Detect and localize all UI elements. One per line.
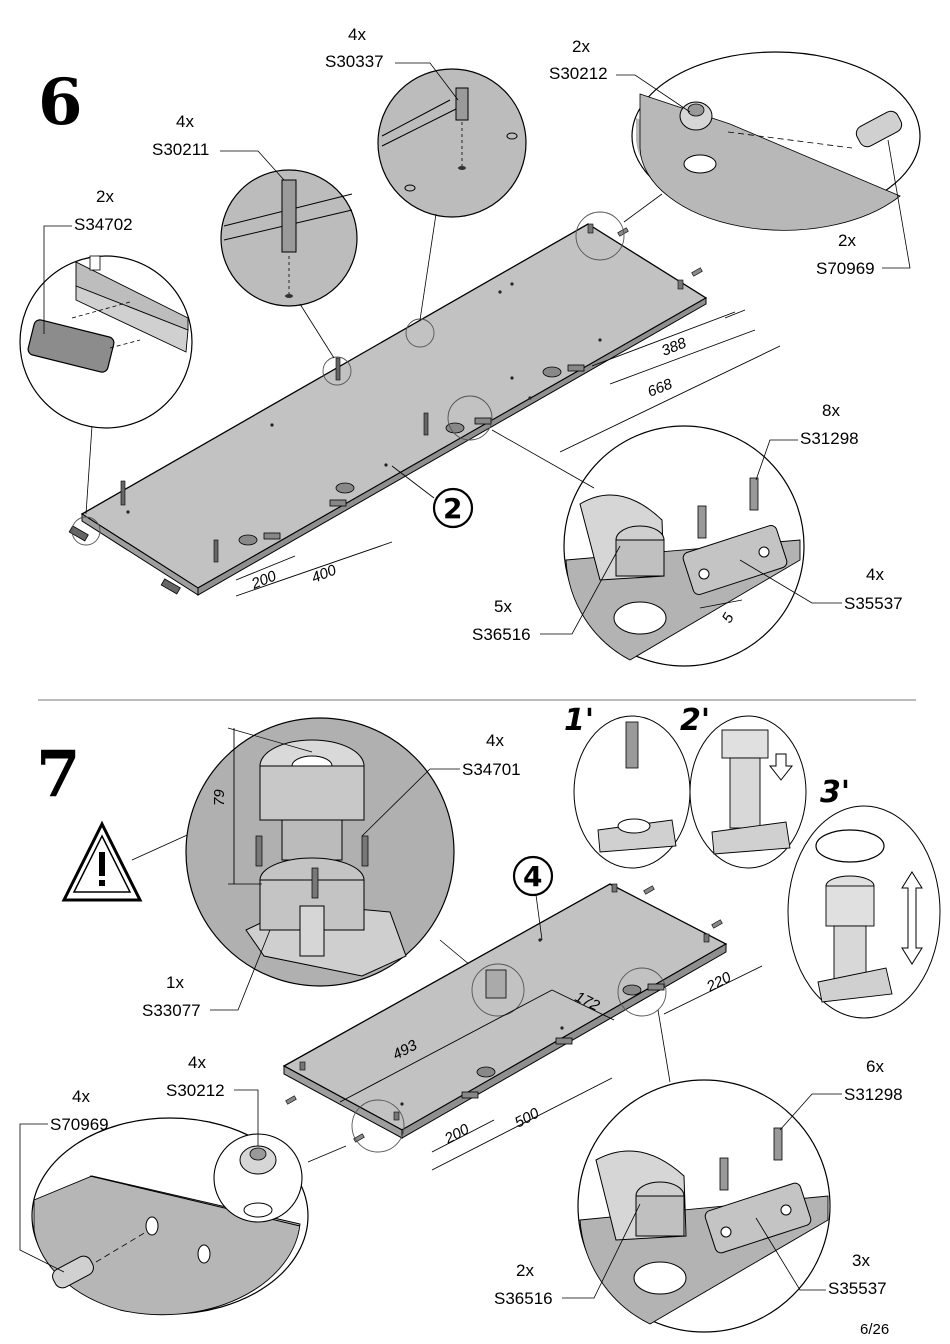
step7-dim-220: 220 bbox=[703, 968, 735, 996]
part-qty: 2x bbox=[572, 37, 590, 56]
step-7-number: 7 bbox=[36, 737, 81, 812]
detail-leg-plate-step6: 5 bbox=[491, 425, 805, 667]
step7-panel-number: 4 bbox=[512, 855, 554, 941]
step-6-number: 6 bbox=[38, 65, 83, 140]
step6-dimension-lines bbox=[235, 309, 781, 597]
step7-height-79: 79 bbox=[211, 789, 228, 806]
part-qty: 6x bbox=[866, 1057, 884, 1076]
detail-cam-closeup bbox=[213, 1133, 303, 1223]
detail-leg-plate-step7 bbox=[577, 1009, 831, 1333]
detail-leg-s33077: 79 bbox=[185, 717, 489, 987]
step7-dimension-lines bbox=[339, 965, 763, 1171]
part-code: S30212 bbox=[549, 64, 608, 83]
step7-board bbox=[282, 883, 728, 1153]
part-code: S33077 bbox=[142, 1001, 201, 1020]
part-code: S34702 bbox=[74, 215, 133, 234]
substep-3: 3' bbox=[787, 775, 941, 1019]
detail-s30337 bbox=[377, 68, 527, 321]
part-code: S35537 bbox=[844, 594, 903, 613]
part-qty: 4x bbox=[72, 1087, 90, 1106]
part-code: S34701 bbox=[462, 760, 521, 779]
substep-2: 2' bbox=[680, 703, 807, 869]
svg-text:2: 2 bbox=[443, 492, 462, 525]
part-code: S36516 bbox=[472, 625, 531, 644]
part-code: S35537 bbox=[828, 1279, 887, 1298]
part-qty: 4x bbox=[188, 1053, 206, 1072]
part-code: S70969 bbox=[50, 1115, 109, 1134]
step7-dim-200: 200 bbox=[441, 1120, 473, 1148]
part-qty: 1x bbox=[166, 973, 184, 992]
page-number: 6/26 bbox=[860, 1321, 889, 1338]
part-qty: 4x bbox=[348, 25, 366, 44]
part-code: S30211 bbox=[152, 140, 209, 159]
step6-panel-number: 2 bbox=[391, 465, 474, 529]
part-code: S31298 bbox=[844, 1085, 903, 1104]
part-qty: 4x bbox=[486, 731, 504, 750]
detail-cam-step7 bbox=[31, 1117, 347, 1316]
substep-1: 1' bbox=[564, 703, 691, 869]
substep-2-label: 2' bbox=[680, 703, 710, 738]
part-qty: 2x bbox=[838, 231, 856, 250]
substep-3-label: 3' bbox=[820, 775, 850, 810]
part-code: S30212 bbox=[166, 1081, 225, 1100]
step6-board bbox=[68, 211, 708, 596]
warning-icon bbox=[61, 820, 217, 902]
step7-part-labels: 4x S34701 1x S33077 4x S30212 4x S70969 … bbox=[19, 731, 903, 1308]
detail-s30211 bbox=[220, 169, 358, 359]
part-code: S30337 bbox=[325, 52, 384, 71]
part-qty: 2x bbox=[96, 187, 114, 206]
part-qty: 3x bbox=[852, 1251, 870, 1270]
part-qty: 5x bbox=[494, 597, 512, 616]
svg-text:4: 4 bbox=[523, 860, 542, 893]
step6-part-labels: 4x S30337 2x S30212 4x S30211 2x S34702 … bbox=[43, 25, 911, 644]
step6-dim-400: 400 bbox=[309, 561, 339, 586]
detail-s34702 bbox=[19, 255, 193, 515]
step7-dim-500: 500 bbox=[512, 1104, 543, 1131]
part-code: S31298 bbox=[800, 429, 859, 448]
part-qty: 4x bbox=[866, 565, 884, 584]
part-qty: 2x bbox=[516, 1261, 534, 1280]
part-code: S36516 bbox=[494, 1289, 553, 1308]
part-code: S70969 bbox=[816, 259, 875, 278]
part-qty: 4x bbox=[176, 112, 194, 131]
step6-dim-200: 200 bbox=[248, 567, 279, 593]
part-qty: 8x bbox=[822, 401, 840, 420]
detail-s30212-cam bbox=[616, 32, 921, 236]
step6-dim-668: 668 bbox=[645, 375, 675, 400]
substep-1-label: 1' bbox=[564, 703, 594, 738]
